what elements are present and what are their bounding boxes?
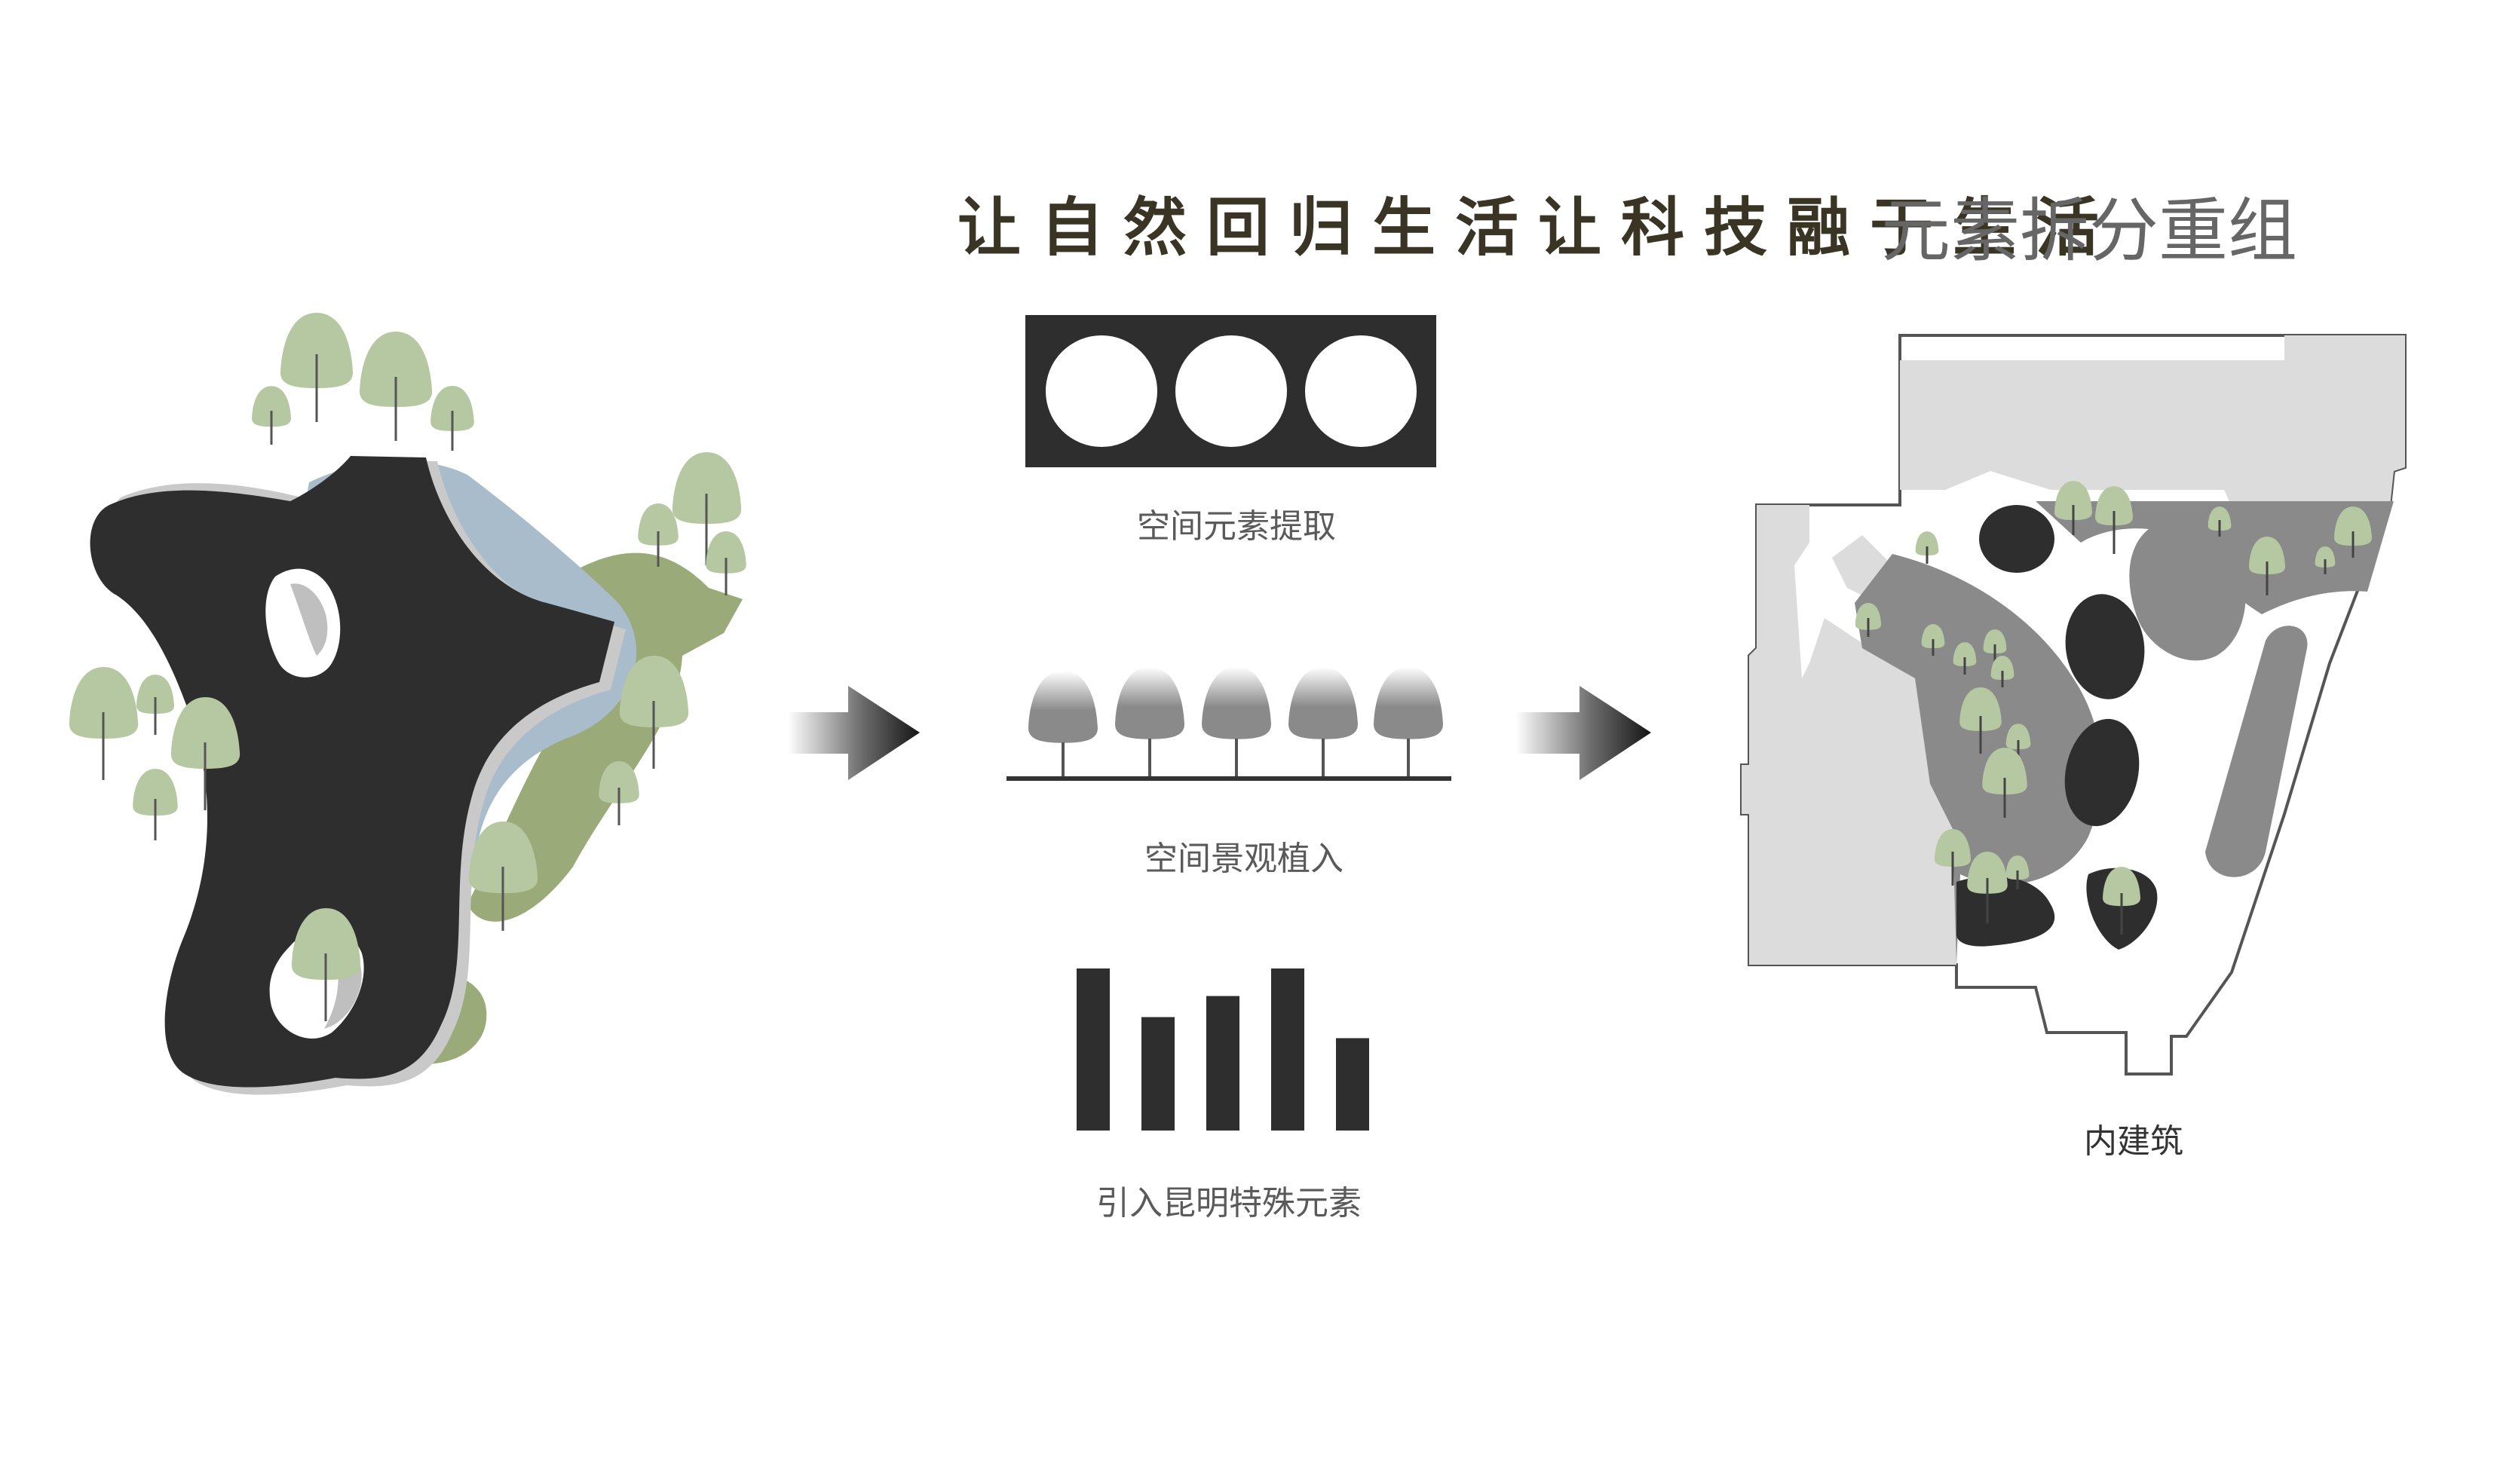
dark-stone [2064,718,2140,827]
building-top [1900,335,2405,506]
hole-upper-shade [290,583,328,656]
tree-icon [706,531,746,595]
dark-stone [1956,876,2055,947]
tree-icon [133,769,178,840]
tree-icon [1967,852,2008,923]
tree-icon [1921,624,1945,656]
tree-icon [1855,603,1882,637]
building-left [1742,505,1956,965]
section-title: 元素拆分重组 [1881,191,2298,271]
circle-element [1305,335,1417,447]
tree-icon [2334,506,2372,558]
tree-icon [136,675,174,735]
tree-icon [1953,642,1977,675]
tree-icon [2315,546,2336,574]
result-label-inner-building: 内建筑 [2084,1122,2183,1161]
landscape-oval [2129,523,2246,661]
tree-icon [280,313,354,422]
arrow-right-icon [788,686,920,780]
circle-element [1046,335,1157,447]
tree-icon [430,386,474,451]
site-trees [1855,481,2372,935]
tree-icon [2095,486,2133,554]
dark-stone [2065,594,2145,699]
circle-element [1175,335,1287,447]
tree-icon [1374,667,1443,778]
tree-icon [1028,671,1098,778]
step-label-kunming: 引入昆明特殊元素 [1096,1184,1362,1222]
dark-stone [1979,505,2054,573]
space-element-panel [1025,315,1436,467]
tree-icon [69,667,139,780]
tree-icon [638,503,679,567]
landscape-strip [2205,626,2308,877]
tree-icon [2248,537,2286,595]
tree-icon [291,908,361,1021]
motif-bar [1141,1017,1175,1131]
tree-icon [359,332,433,441]
slogan-title: 让自然回归生活让科技融于生活 [957,190,2119,265]
motif-bar [1206,996,1239,1131]
tree-icon [2005,855,2030,889]
tree-icon [599,761,639,825]
concept-organic-form [90,456,743,1095]
green-patch-right [467,552,743,922]
tree-icon [170,697,241,810]
main-dark-form [90,456,615,1088]
landscape-zone-left [1855,554,2102,965]
landscape-tree-row [1006,667,1451,781]
tree-icon [2103,867,2140,935]
site-plan [1740,334,2407,1076]
tree-icon [1202,667,1271,778]
step-label-landscape: 空间景观植入 [1144,840,1344,878]
tree-icon [252,386,291,445]
arrow-right-icon [1515,686,1651,780]
motif-bar [1336,1038,1369,1131]
tree-icon [1934,829,1972,886]
concept-trees [69,313,746,1021]
tree-icon [2208,506,2232,537]
tree-icon [619,656,689,769]
kunming-element-bars [1077,968,1369,1131]
motif-bar [1077,968,1110,1131]
tree-icon [1990,656,2015,687]
tree-icon [1115,667,1184,778]
tree-icon [672,452,742,565]
tree-icon [468,822,538,931]
tree-icon [1982,748,2027,818]
tree-icon [1288,667,1358,778]
step-label-space-elements: 空间元素提取 [1137,507,1336,546]
tree-icon [1915,531,1939,564]
tree-icon [2054,481,2092,535]
tree-icon [1959,687,2002,754]
motif-bar [1271,968,1304,1131]
